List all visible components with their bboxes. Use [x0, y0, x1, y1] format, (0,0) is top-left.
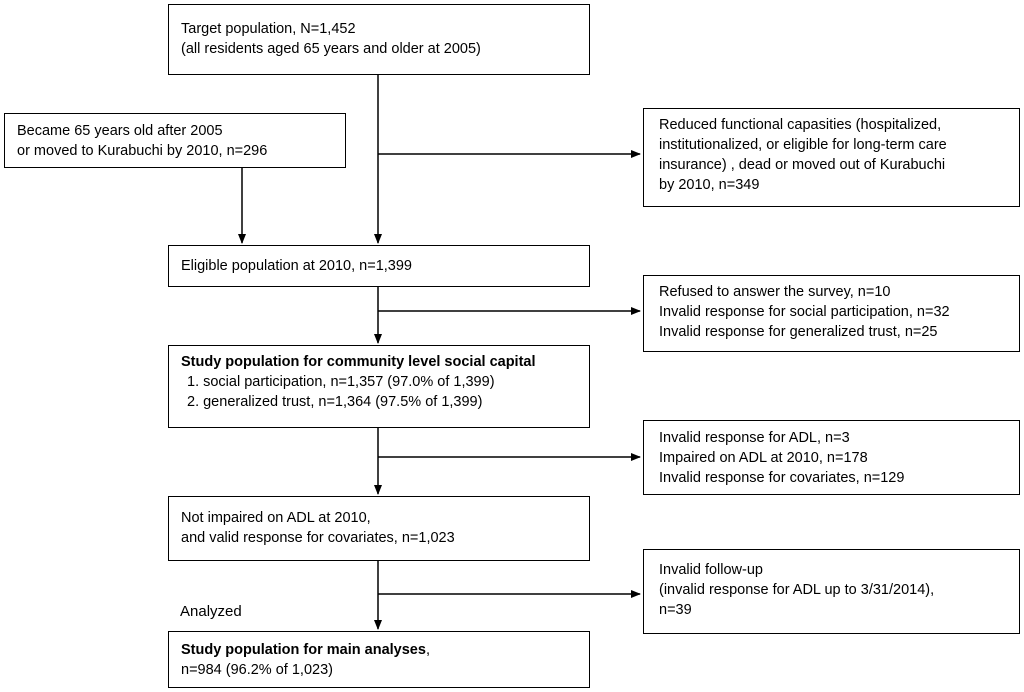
- excluded-adl-box: Invalid response for ADL, n=3 Impaired o…: [643, 420, 1020, 495]
- main-title-suffix: ,: [425, 642, 430, 658]
- excluded4-line3: n=39: [659, 602, 692, 618]
- study-social-capital-box: Study population for community level soc…: [168, 345, 590, 428]
- main-title: Study population for main analyses: [181, 642, 426, 658]
- added-line2: or moved to Kurabuchi by 2010, n=296: [17, 143, 268, 159]
- excluded1-line1: Reduced functional capasities (hospitali…: [659, 117, 942, 133]
- not-impaired-line2: and valid response for covariates, n=1,0…: [181, 530, 455, 546]
- added-line1: Became 65 years old after 2005: [17, 123, 223, 139]
- target-population-box: Target population, N=1,452 (all resident…: [168, 4, 590, 75]
- not-impaired-box: Not impaired on ADL at 2010, and valid r…: [168, 496, 590, 561]
- excluded3-line2: Impaired on ADL at 2010, n=178: [659, 450, 868, 466]
- excluded3-line1: Invalid response for ADL, n=3: [659, 430, 850, 446]
- analyzed-label: Analyzed: [180, 603, 242, 620]
- study-social-line2: 2. generalized trust, n=1,364 (97.5% of …: [187, 394, 483, 410]
- excluded-followup-box: Invalid follow-up (invalid response for …: [643, 549, 1020, 634]
- excluded2-line3: Invalid response for generalized trust, …: [659, 324, 938, 340]
- not-impaired-line1: Not impaired on ADL at 2010,: [181, 510, 371, 526]
- eligible-line1: Eligible population at 2010, n=1,399: [181, 258, 412, 274]
- study-social-line1: 1. social participation, n=1,357 (97.0% …: [187, 374, 495, 390]
- target-line2: (all residents aged 65 years and older a…: [181, 41, 481, 57]
- excluded2-line1: Refused to answer the survey, n=10: [659, 284, 891, 300]
- excluded1-line2: institutionalized, or eligible for long-…: [659, 137, 947, 153]
- excluded-functional-box: Reduced functional capasities (hospitali…: [643, 108, 1020, 207]
- study-social-title: Study population for community level soc…: [181, 354, 536, 370]
- excluded2-line2: Invalid response for social participatio…: [659, 304, 950, 320]
- excluded4-line1: Invalid follow-up: [659, 562, 763, 578]
- excluded1-line4: by 2010, n=349: [659, 177, 760, 193]
- excluded-survey-box: Refused to answer the survey, n=10 Inval…: [643, 275, 1020, 352]
- excluded1-line3: insurance) , dead or moved out of Kurabu…: [659, 157, 946, 173]
- main-line2: n=984 (96.2% of 1,023): [181, 662, 333, 678]
- excluded4-line2: (invalid response for ADL up to 3/31/201…: [659, 582, 935, 598]
- main-analyses-box: Study population for main analyses, n=98…: [168, 631, 590, 688]
- added-population-box: Became 65 years old after 2005 or moved …: [4, 113, 346, 168]
- eligible-population-box: Eligible population at 2010, n=1,399: [168, 245, 590, 287]
- excluded3-line3: Invalid response for covariates, n=129: [659, 470, 905, 486]
- target-line1: Target population, N=1,452: [181, 21, 356, 37]
